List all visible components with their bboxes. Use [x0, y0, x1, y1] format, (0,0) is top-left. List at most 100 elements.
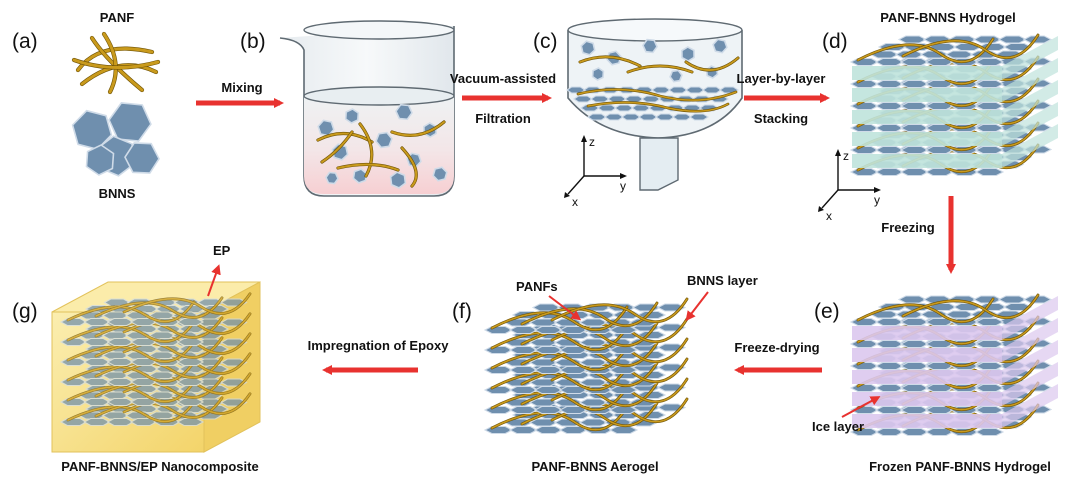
panf-fiber: [337, 163, 399, 171]
bnns-tile: [59, 377, 88, 387]
bnns-tile: [849, 361, 880, 371]
frozen-hydrogel-title: Frozen PANF-BNNS Hydrogel: [869, 459, 1051, 474]
bnns-tile: [608, 365, 639, 375]
bnns-tile: [897, 35, 928, 44]
bnns-tile: [590, 95, 610, 103]
axes-c: zyx: [564, 135, 627, 209]
spacer-slab-front: [852, 348, 1002, 362]
bnns-tile: [899, 167, 930, 177]
spacer-slab-side: [1002, 124, 1058, 168]
panf-fiber: [551, 298, 688, 323]
bnns-sheet: [642, 38, 658, 54]
bnns-tile: [83, 317, 111, 327]
bnns-label: BNNS: [99, 186, 136, 201]
bnns-tile: [106, 317, 135, 327]
axis-x-line: [567, 175, 585, 195]
bnns-tile: [597, 104, 617, 112]
panf-fiber: [67, 361, 195, 383]
panf-fiber: [95, 377, 223, 399]
bnns-tile: [483, 405, 514, 415]
bnns-tile: [578, 358, 609, 367]
bnns-tile: [899, 123, 930, 133]
mixing-step-label: Mixing: [221, 80, 262, 95]
panf-label: PANF: [100, 10, 134, 25]
axis-x-arrowhead: [818, 206, 824, 212]
panf-fiber: [67, 321, 195, 343]
bnns-tile: [578, 418, 609, 427]
bnns-tile: [508, 325, 539, 335]
bnns-tile: [508, 345, 539, 355]
bnns-tile: [974, 57, 1005, 67]
axis-y-arrowhead: [620, 173, 627, 179]
bnns-tile: [874, 145, 905, 155]
axis-x-line: [821, 189, 839, 209]
spacer-slab-side: [1002, 318, 1058, 362]
freeze-drying-step-label: Freeze-drying: [734, 340, 819, 355]
panf-fiber: [627, 65, 693, 73]
panf-fiber: [90, 36, 144, 92]
bnns-tile: [483, 325, 514, 335]
axis-y-arrowhead: [874, 187, 881, 193]
panfs-label: PANFs: [516, 279, 558, 294]
bnns-tile: [533, 425, 564, 435]
panel-letter-g: (g): [12, 300, 38, 323]
axis-x-label: x: [826, 209, 832, 223]
aerogel-title: PANF-BNNS Aerogel: [531, 459, 658, 474]
bnns-sheet: [432, 166, 448, 182]
axis-y-label: y: [874, 193, 880, 207]
bnns-tile: [106, 357, 135, 367]
panf-fiber: [123, 293, 251, 315]
bnns-tile: [899, 339, 930, 349]
stacking-step-label-line2: Stacking: [754, 111, 808, 126]
bnns-tile: [608, 325, 639, 335]
panf-fiber: [857, 298, 994, 323]
bnns-tile: [849, 383, 880, 393]
panf-fiber: [67, 301, 195, 323]
bnns-tile: [974, 383, 1005, 393]
bnns-tile: [874, 361, 905, 371]
panf-fiber: [67, 381, 195, 403]
panfs-pointer: [548, 295, 582, 321]
bnns-tile: [638, 113, 658, 121]
bnns-tile: [974, 361, 1005, 371]
bnns-sheet: [681, 46, 695, 62]
bnns-tile: [176, 357, 205, 367]
hydrogel-stack-illustration: [849, 33, 1058, 177]
bnns-tile: [533, 405, 564, 415]
bnns-tile: [508, 405, 539, 415]
bnns-tile: [651, 86, 671, 94]
bnns-tile: [608, 425, 639, 435]
bnns-tile: [899, 79, 930, 89]
spacer-slab-front: [852, 154, 1002, 168]
bnns-tile: [849, 317, 880, 327]
bnns-tile: [533, 325, 564, 335]
bnns-tile: [176, 377, 205, 387]
bnns-tile: [59, 337, 88, 347]
bnns-tile: [83, 357, 111, 367]
bnns-sheet: [669, 69, 683, 83]
bnns-tile: [997, 295, 1028, 304]
bnns-tile: [702, 86, 722, 94]
spacer-slab-front: [852, 326, 1002, 340]
bnns-tile: [899, 383, 930, 393]
filtration-step-label-line2: Filtration: [475, 111, 531, 126]
bnns-tile: [608, 345, 639, 355]
bnns-tile: [849, 167, 880, 177]
panel-letter-b: (b): [240, 30, 266, 53]
bnns-tile: [106, 337, 135, 347]
ep-pointer: [207, 264, 221, 297]
spacer-slab-side: [1002, 102, 1058, 146]
bnns-tile: [533, 345, 564, 355]
bnns-tile: [508, 425, 539, 435]
bnns-tile: [631, 104, 651, 112]
spacer-slab-front: [852, 110, 1002, 124]
bnns-sheets-illustration: [71, 102, 160, 177]
panf-fiber: [95, 337, 223, 359]
panf-fiber: [67, 341, 195, 363]
spacer-slab-front: [852, 66, 1002, 80]
bnns-tile: [899, 317, 930, 327]
bnns-tile: [672, 113, 692, 121]
bnns-tile: [689, 113, 709, 121]
bnns-tile: [483, 385, 514, 395]
bnns-tile: [899, 361, 930, 371]
